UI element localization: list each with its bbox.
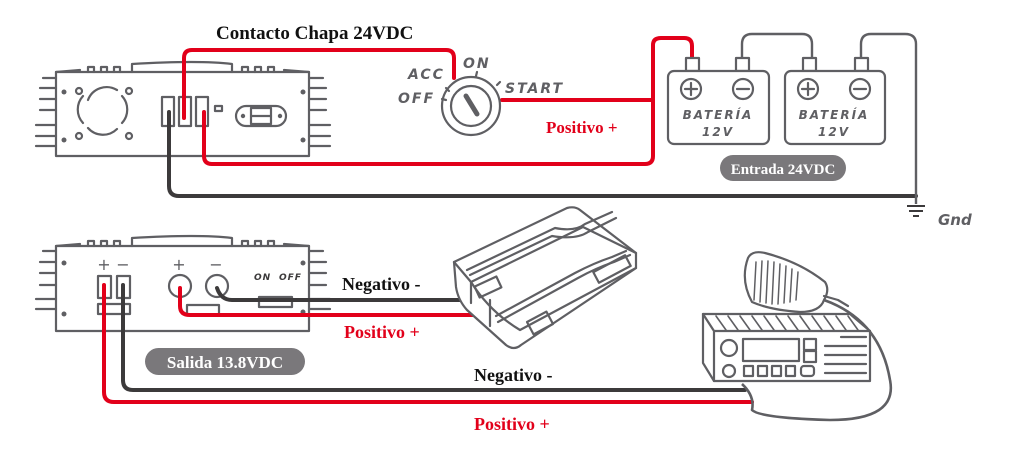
heatsink-fins-left: [34, 76, 58, 148]
negative-input-wire: [167, 110, 918, 198]
output-post-negative: [204, 273, 230, 299]
housing-top: [54, 234, 311, 248]
key-position-on: ON: [463, 56, 491, 72]
heatsink-fins-right: [307, 76, 332, 148]
positive-top-label: Positivo +: [546, 118, 618, 137]
battery-series-wire: [740, 32, 814, 58]
battery-2: [783, 56, 887, 146]
plus-icon: [796, 77, 820, 101]
output-terminal-plus-label: +: [97, 255, 110, 274]
key-position-acc: ACC: [407, 67, 445, 83]
battery-2-voltage: 12V: [818, 125, 850, 139]
battery-1-label: BATERÍA: [683, 107, 754, 122]
radio-positive-label: Positivo +: [474, 414, 550, 434]
key-position-off: OFF: [398, 91, 435, 107]
battery-ground-wire: [859, 32, 918, 204]
device-negative-label: Negativo -: [342, 274, 420, 294]
output-converter: [34, 234, 332, 333]
ignition-key-switch: [440, 70, 502, 137]
device-negative-wire: [215, 286, 472, 302]
radio-transceiver-icon: [701, 251, 893, 422]
radio-positive-wire: [102, 283, 754, 404]
ground-label: Gnd: [938, 211, 972, 229]
device-positive-wire: [178, 286, 479, 317]
terminal-bar: [96, 302, 132, 316]
output-badge: [145, 348, 305, 375]
indicator-led: [213, 104, 224, 113]
heatsink-fins-left: [34, 249, 58, 311]
input-badge: [720, 155, 846, 181]
output-terminal-minus-label: −: [116, 255, 129, 274]
battery-2-label: BATERÍA: [799, 107, 870, 122]
output-post-plus-label: +: [172, 255, 185, 274]
ignition-contact-label: Contacto Chapa 24VDC: [216, 23, 413, 44]
ground-icon: [907, 205, 925, 217]
output-post-minus-label: −: [209, 255, 222, 274]
battery-1: [666, 56, 771, 146]
battery-1-voltage: 12V: [702, 125, 734, 139]
device-box-icon: [452, 206, 638, 350]
switch-on-label: ON: [254, 273, 271, 283]
switch-off-label: OFF: [279, 273, 302, 283]
input-converter: [34, 60, 332, 158]
radio-negative-wire: [121, 283, 747, 392]
ignition-wire: [182, 48, 456, 120]
plus-icon: [679, 77, 703, 101]
minus-icon: [848, 77, 872, 101]
housing-body: [54, 244, 311, 333]
radio-negative-label: Negativo -: [474, 365, 552, 385]
fuse-holder-icon: [234, 104, 288, 128]
fan-icon: [61, 86, 306, 143]
device-positive-label: Positivo +: [344, 322, 420, 342]
input-badge-label: Entrada 24VDC: [731, 162, 836, 178]
output-badge-label: Salida 13.8VDC: [167, 353, 283, 372]
key-position-start: START: [505, 81, 564, 97]
minus-icon: [731, 77, 755, 101]
